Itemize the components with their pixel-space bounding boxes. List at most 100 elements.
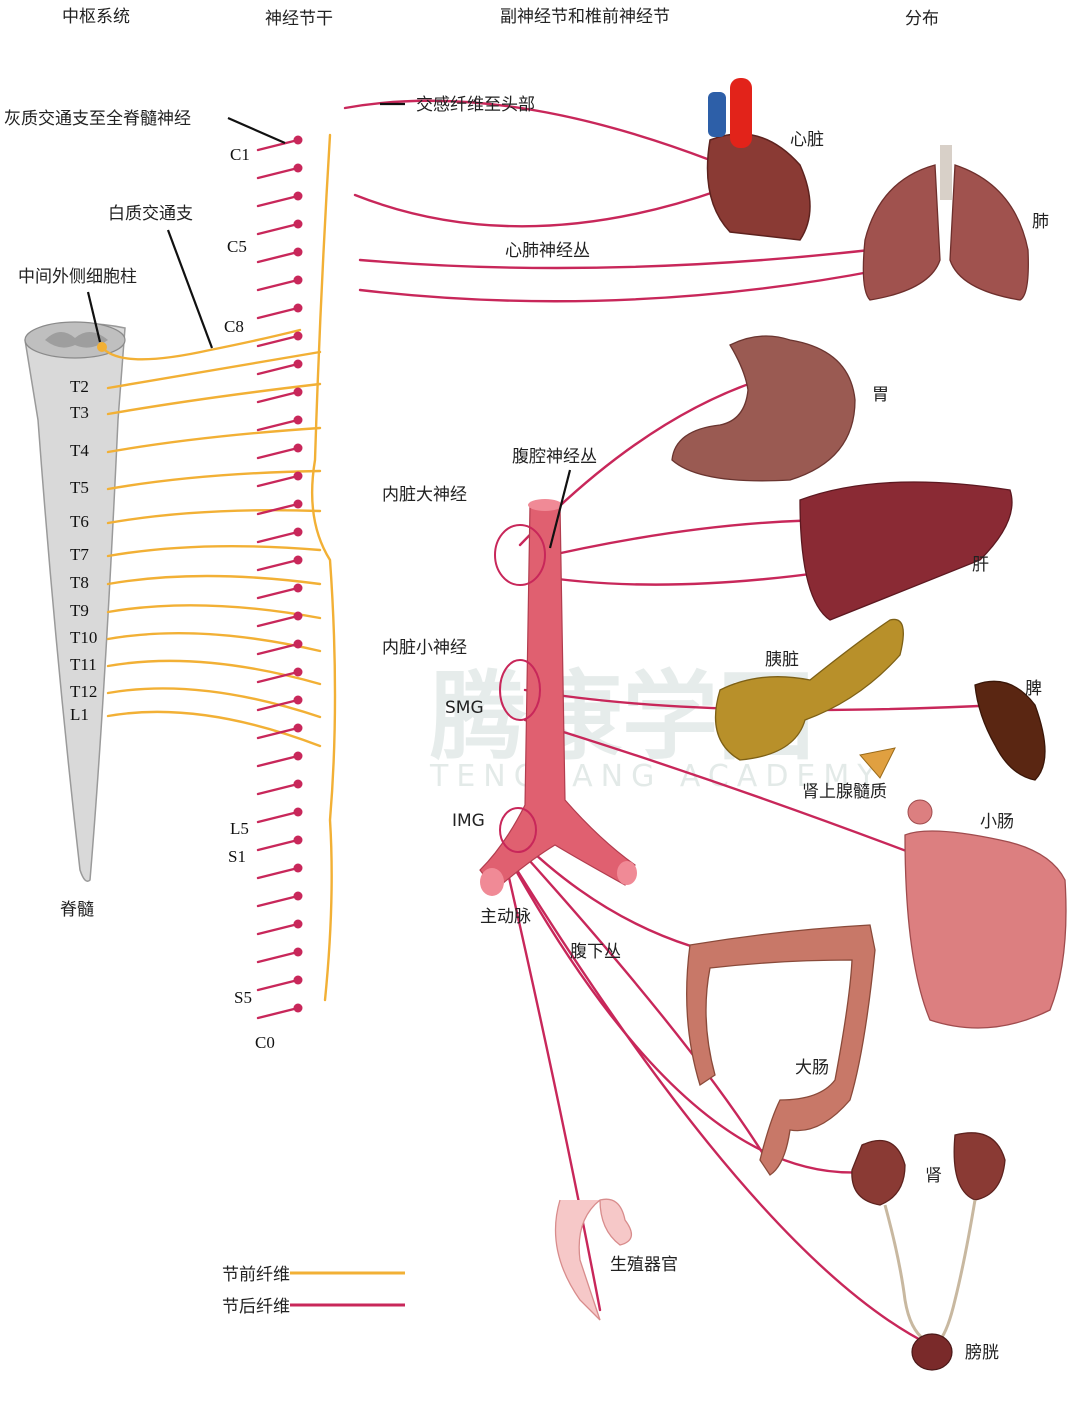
gray-ramus-fiber xyxy=(256,838,300,852)
organ-label-lung: 肺 xyxy=(1032,212,1049,232)
trunk-ganglion-node xyxy=(293,471,303,481)
label-gray-ramus: 灰质交通支至全脊髓神经 xyxy=(4,109,191,129)
cord-label-t12: T12 xyxy=(70,682,97,701)
trunk-label-c0: C0 xyxy=(255,1033,275,1052)
bladder xyxy=(911,1333,953,1371)
organ-label-bladder: 膀胱 xyxy=(965,1343,999,1363)
visceral-postganglionic-fiber xyxy=(508,858,882,1174)
preganglionic-fiber xyxy=(106,710,322,748)
trunk-ganglion-node xyxy=(293,639,303,649)
trunk-ganglion-node xyxy=(293,303,303,313)
trunk-ganglion-node xyxy=(293,527,303,537)
pancreas xyxy=(714,618,904,761)
gray-ramus-fiber xyxy=(256,474,300,488)
trunk-ganglion-node xyxy=(293,583,303,593)
trunk-ganglion-node xyxy=(293,947,303,957)
gray-ramus-fiber xyxy=(256,222,300,236)
header-trunk: 神经节干 xyxy=(265,9,333,29)
gray-ramus-fiber xyxy=(256,446,300,460)
trunk-ganglion-node xyxy=(293,919,303,929)
cord-label-t11: T11 xyxy=(70,655,97,674)
visceral-postganglionic-fiber xyxy=(523,718,932,862)
label-greater-splanchnic: 内脏大神经 xyxy=(382,485,467,505)
pointer-intermediolateral xyxy=(86,291,102,343)
label-intermediolateral: 中间外侧细胞柱 xyxy=(18,267,137,287)
visceral-postganglionic-fiber xyxy=(528,518,842,562)
gray-ramus-fiber xyxy=(256,922,300,936)
cord-label-t7: T7 xyxy=(70,545,89,564)
gray-ramus-fiber xyxy=(256,614,300,628)
visceral-postganglionic-fiber xyxy=(510,860,932,1347)
trunk-label-s1: S1 xyxy=(228,847,246,866)
kidneys xyxy=(851,1132,1006,1342)
watermark-en: TENGKANG ACADEMY xyxy=(429,759,884,794)
trunk-ganglion-node xyxy=(293,275,303,285)
gray-ramus-fiber xyxy=(256,502,300,516)
gray-ramus-fiber xyxy=(256,278,300,292)
visceral-postganglionic-fiber xyxy=(343,99,712,162)
organ-label-genitals: 生殖器官 xyxy=(610,1255,678,1275)
legend: 节前纤维 节后纤维 xyxy=(222,1265,405,1317)
gray-ramus-fiber xyxy=(256,670,300,684)
gray-ramus-fiber xyxy=(256,418,300,432)
preganglionic-fiber xyxy=(106,509,322,525)
gray-ramus-fiber xyxy=(256,782,300,796)
trunk-ganglion-node xyxy=(293,443,303,453)
trunk-ganglion-node xyxy=(293,247,303,257)
trunk-label-c1: C1 xyxy=(230,145,250,164)
header-cns: 中枢系统 xyxy=(62,7,130,27)
gray-ramus-fiber xyxy=(256,334,300,348)
trunk-ganglion-node xyxy=(293,1003,303,1013)
gray-ramus-fiber xyxy=(256,866,300,880)
preganglionic-fiber xyxy=(106,382,322,416)
organ-label-liver: 肝 xyxy=(972,555,989,575)
preganglionic-fiber xyxy=(106,574,322,586)
gray-ramus-fiber xyxy=(256,362,300,376)
aorta-label: 主动脉 xyxy=(480,907,531,927)
cord-label-t4: T4 xyxy=(70,441,89,460)
visceral-postganglionic-fiber xyxy=(358,248,872,270)
trunk-ganglion-node xyxy=(293,219,303,229)
spinal-cord xyxy=(24,321,126,882)
trunk-label-c5: C5 xyxy=(227,237,247,256)
superior-mesenteric-ganglion xyxy=(499,659,541,721)
cord-label-t3: T3 xyxy=(70,403,89,422)
trunk-ganglion-node xyxy=(293,863,303,873)
organ-label-spleen: 脾 xyxy=(1025,679,1042,699)
trunk-ganglion-node xyxy=(293,331,303,341)
label-head-fibers: 交感纤维至头部 xyxy=(416,95,535,115)
trunk-label-s5: S5 xyxy=(234,988,252,1007)
label-hypogastric: 腹下丛 xyxy=(570,942,621,962)
trunk-ganglion-node xyxy=(293,779,303,789)
trunk-ganglion-node xyxy=(293,975,303,985)
spinal-cord-label: 脊髓 xyxy=(60,900,94,920)
gray-ramus-fiber xyxy=(256,586,300,600)
gray-ramus-fiber xyxy=(256,810,300,824)
trunk-ganglion-node xyxy=(293,163,303,173)
visceral-postganglionic-fiber xyxy=(358,268,882,303)
celiac-ganglion xyxy=(494,524,546,586)
inferior-mesenteric-ganglion xyxy=(499,807,537,853)
gray-ramus-fiber xyxy=(256,726,300,740)
organ-label-large-intestine: 大肠 xyxy=(795,1058,829,1078)
gray-ramus-fiber xyxy=(256,894,300,908)
gray-ramus-fiber xyxy=(256,558,300,572)
cord-label-l1: L1 xyxy=(70,705,89,724)
trunk-ganglion-node xyxy=(293,751,303,761)
stomach xyxy=(671,335,856,482)
legend-label-postganglionic: 节后纤维 xyxy=(222,1297,290,1317)
pointer-celiac-plexus xyxy=(548,469,572,549)
label-celiac-plexus: 腹腔神经丛 xyxy=(512,447,597,467)
preganglionic-fiber xyxy=(106,659,322,686)
gray-ramus-fiber xyxy=(256,390,300,404)
genitals xyxy=(554,1198,632,1321)
gray-ramus-fiber xyxy=(256,306,300,320)
trunk-ganglion-node xyxy=(293,415,303,425)
cord-label-t10: T10 xyxy=(70,628,97,647)
trunk-ganglion-node xyxy=(293,499,303,509)
preganglionic-fibers xyxy=(100,133,337,1002)
spleen xyxy=(974,680,1046,781)
visceral-postganglionic-fiber xyxy=(503,858,602,1312)
